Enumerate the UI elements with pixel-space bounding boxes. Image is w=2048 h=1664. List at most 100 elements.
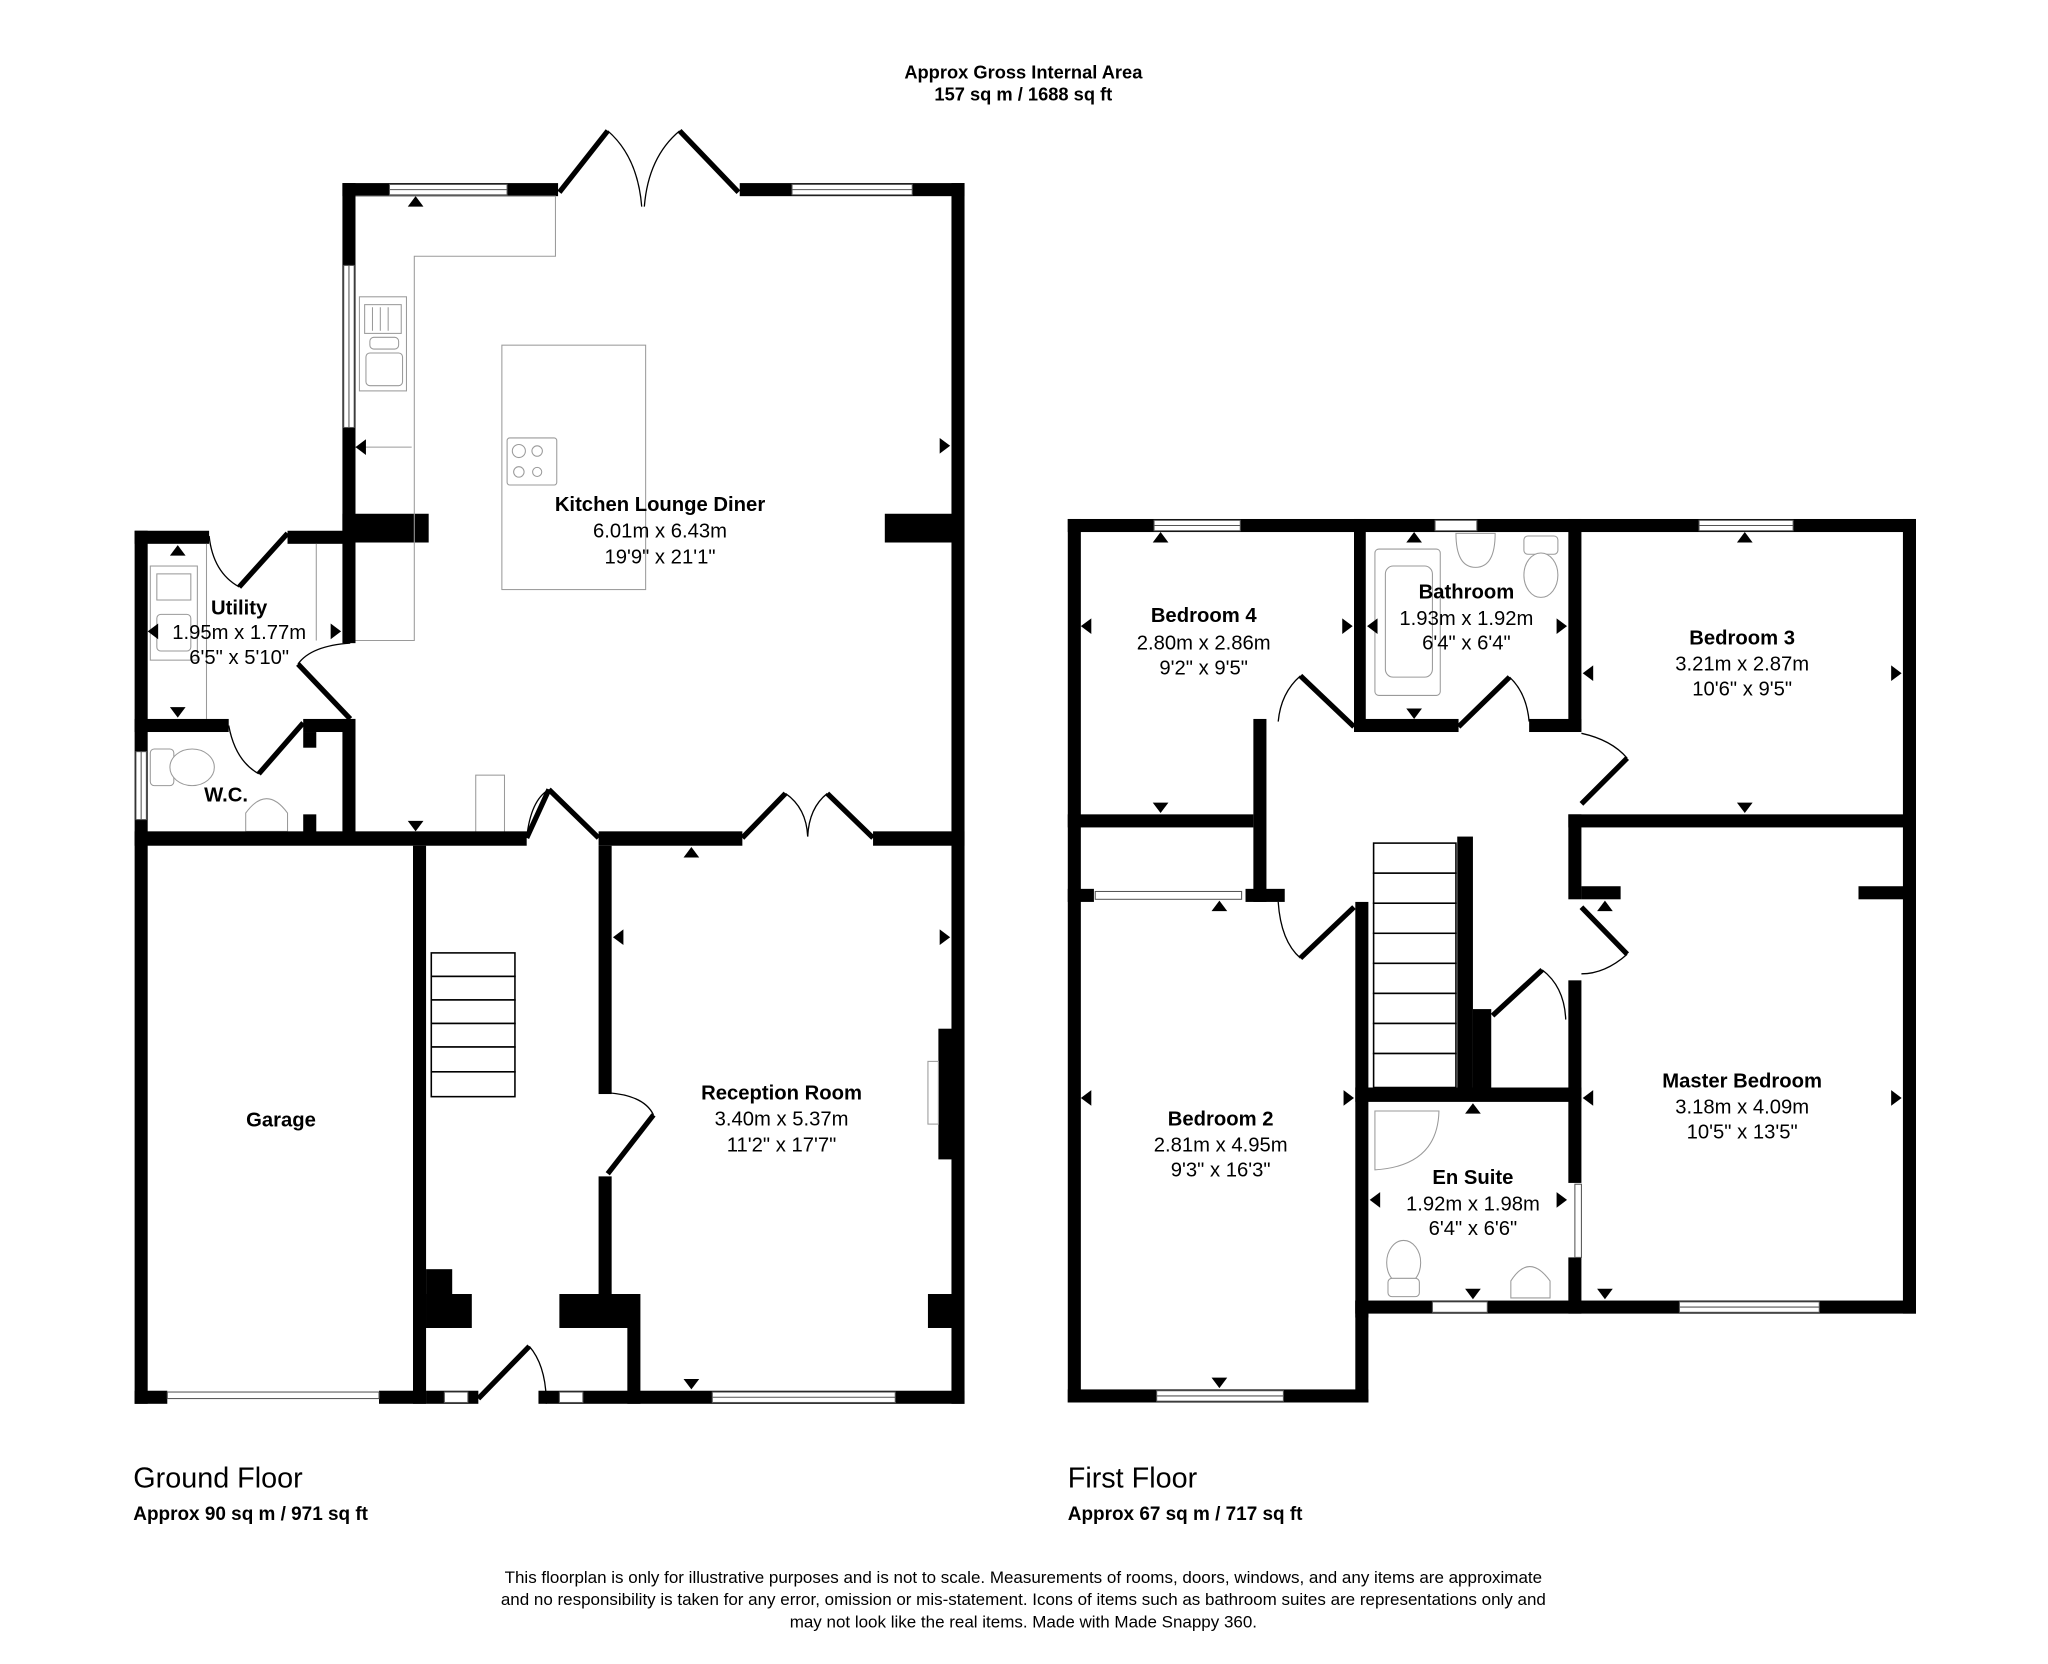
wall	[287, 530, 356, 544]
toilet-icon	[1523, 535, 1559, 598]
room-dimensions-imperial: 10'5" x 13'5"	[1687, 1121, 1798, 1143]
room-dimensions-metric: 3.40m x 5.37m	[715, 1108, 849, 1130]
wall	[1581, 886, 1621, 900]
room-name: Master Bedroom	[1662, 1071, 1822, 1093]
room-dimensions-imperial: 6'4" x 6'4"	[1422, 633, 1511, 655]
room-dimensions-imperial: 9'2" x 9'5"	[1159, 658, 1248, 680]
first-floor-caption: First Floor Approx 67 sq m / 717 sq ft	[1068, 1462, 1303, 1525]
wall	[598, 1176, 612, 1326]
disclaimer: This floorplan is only for illustrative …	[501, 1568, 1546, 1631]
room-dimensions-imperial: 19'9" x 21'1"	[604, 546, 715, 568]
wall	[134, 530, 210, 544]
dimension-arrow	[683, 847, 700, 858]
window	[1434, 519, 1478, 532]
room-dimensions-imperial: 9'3" x 16'3"	[1171, 1159, 1271, 1181]
dimension-arrow	[939, 929, 951, 946]
wall	[1902, 518, 1916, 1314]
room-dimensions-imperial: 11'2" x 17'7"	[727, 1135, 837, 1157]
room-name: Garage	[246, 1110, 316, 1132]
door	[237, 531, 290, 589]
wall	[379, 1390, 427, 1404]
wall-pier	[426, 1294, 472, 1328]
wall	[598, 845, 612, 1095]
wall	[1457, 836, 1473, 1093]
wall	[1568, 814, 1582, 900]
room-bedroom-3: Bedroom 3 3.21m x 2.87m 10'6" x 9'5"	[1675, 627, 1809, 700]
wall	[1858, 886, 1916, 900]
room-bathroom: Bathroom 1.93m x 1.92m 6'4" x 6'4"	[1399, 582, 1533, 655]
wall	[951, 183, 965, 1404]
wall	[1568, 1257, 1582, 1314]
wall	[1568, 980, 1582, 1183]
floor-area: Approx 90 sq m / 971 sq ft	[133, 1504, 368, 1525]
room-name: En Suite	[1432, 1167, 1513, 1189]
hob-icon	[506, 437, 558, 486]
window	[1431, 1301, 1488, 1313]
ground-floor-caption: Ground Floor Approx 90 sq m / 971 sq ft	[133, 1462, 368, 1525]
dimension-arrow	[683, 1378, 700, 1390]
wall	[342, 530, 356, 644]
wall	[303, 814, 317, 833]
door	[524, 788, 552, 839]
shower-icon	[1374, 1110, 1440, 1171]
staircase	[1372, 842, 1457, 1089]
room-name: Utility	[211, 597, 268, 619]
room-master-bedroom: Master Bedroom 3.18m x 4.09m 10'5" x 13'…	[1662, 1071, 1822, 1144]
wall	[1355, 1087, 1582, 1102]
wall	[598, 831, 743, 846]
room-dimensions-imperial: 10'6" x 9'5"	[1692, 678, 1792, 700]
toilet-icon	[1386, 1239, 1422, 1298]
wall	[303, 732, 317, 748]
garage-door	[166, 1391, 380, 1400]
ground-floor-plan: Kitchen Lounge Diner 6.01m x 6.43m 19'9"…	[134, 129, 965, 1404]
wall	[342, 718, 356, 837]
header-area: 157 sq m / 1688 sq ft	[934, 84, 1112, 105]
wall	[1355, 901, 1369, 1318]
door-sliding	[1574, 1183, 1582, 1258]
room-utility: Utility 1.95m x 1.77m 6'5" x 5'10"	[172, 597, 306, 669]
wall	[134, 831, 527, 846]
wall	[303, 718, 356, 733]
dimension-arrow	[147, 623, 159, 640]
front-door	[476, 1344, 532, 1401]
disclaimer-line: may not look like the real items. Made w…	[790, 1612, 1257, 1631]
disclaimer-line: This floorplan is only for illustrative …	[505, 1568, 1542, 1587]
staircase	[430, 952, 516, 1098]
wall	[873, 831, 965, 846]
dimension-arrow	[612, 929, 624, 946]
header-title: Approx Gross Internal Area	[904, 62, 1143, 83]
first-floor-plan: Bedroom 4 2.80m x 2.86m 9'2" x 9'5" Bath…	[1067, 518, 1916, 1403]
appliance	[475, 774, 506, 834]
dimension-arrow	[939, 437, 951, 454]
wall	[134, 718, 229, 733]
room-name: Bedroom 4	[1151, 605, 1258, 627]
room-name: Bedroom 2	[1168, 1108, 1274, 1130]
room-name: Bathroom	[1419, 582, 1515, 604]
basin-icon	[245, 798, 289, 832]
floor-area: Approx 67 sq m / 717 sq ft	[1068, 1504, 1303, 1525]
room-dimensions-metric: 1.95m x 1.77m	[172, 622, 306, 644]
wall	[1568, 518, 1582, 731]
room-dimensions-metric: 1.93m x 1.92m	[1399, 608, 1533, 630]
wall-pier	[927, 1294, 955, 1328]
door	[1579, 756, 1630, 806]
header: Approx Gross Internal Area 157 sq m / 16…	[904, 62, 1143, 105]
toilet-icon	[149, 748, 215, 787]
dimension-arrow	[407, 196, 424, 207]
wall	[1568, 814, 1916, 828]
dimension-arrow	[169, 707, 186, 718]
room-name: Reception Room	[701, 1082, 862, 1104]
door	[1490, 967, 1544, 1018]
door	[605, 1113, 656, 1176]
disclaimer-line: and no responsibility is taken for any e…	[501, 1590, 1546, 1609]
wall	[1529, 718, 1582, 733]
room-dimensions-metric: 1.92m x 1.98m	[1406, 1193, 1540, 1215]
wall-pier	[884, 513, 953, 543]
wall	[1067, 814, 1254, 828]
dimension-arrow	[169, 545, 186, 556]
door	[296, 662, 353, 721]
floor-label: First Floor	[1068, 1462, 1198, 1494]
bath-icon	[1374, 548, 1441, 696]
french-doors	[557, 129, 741, 207]
